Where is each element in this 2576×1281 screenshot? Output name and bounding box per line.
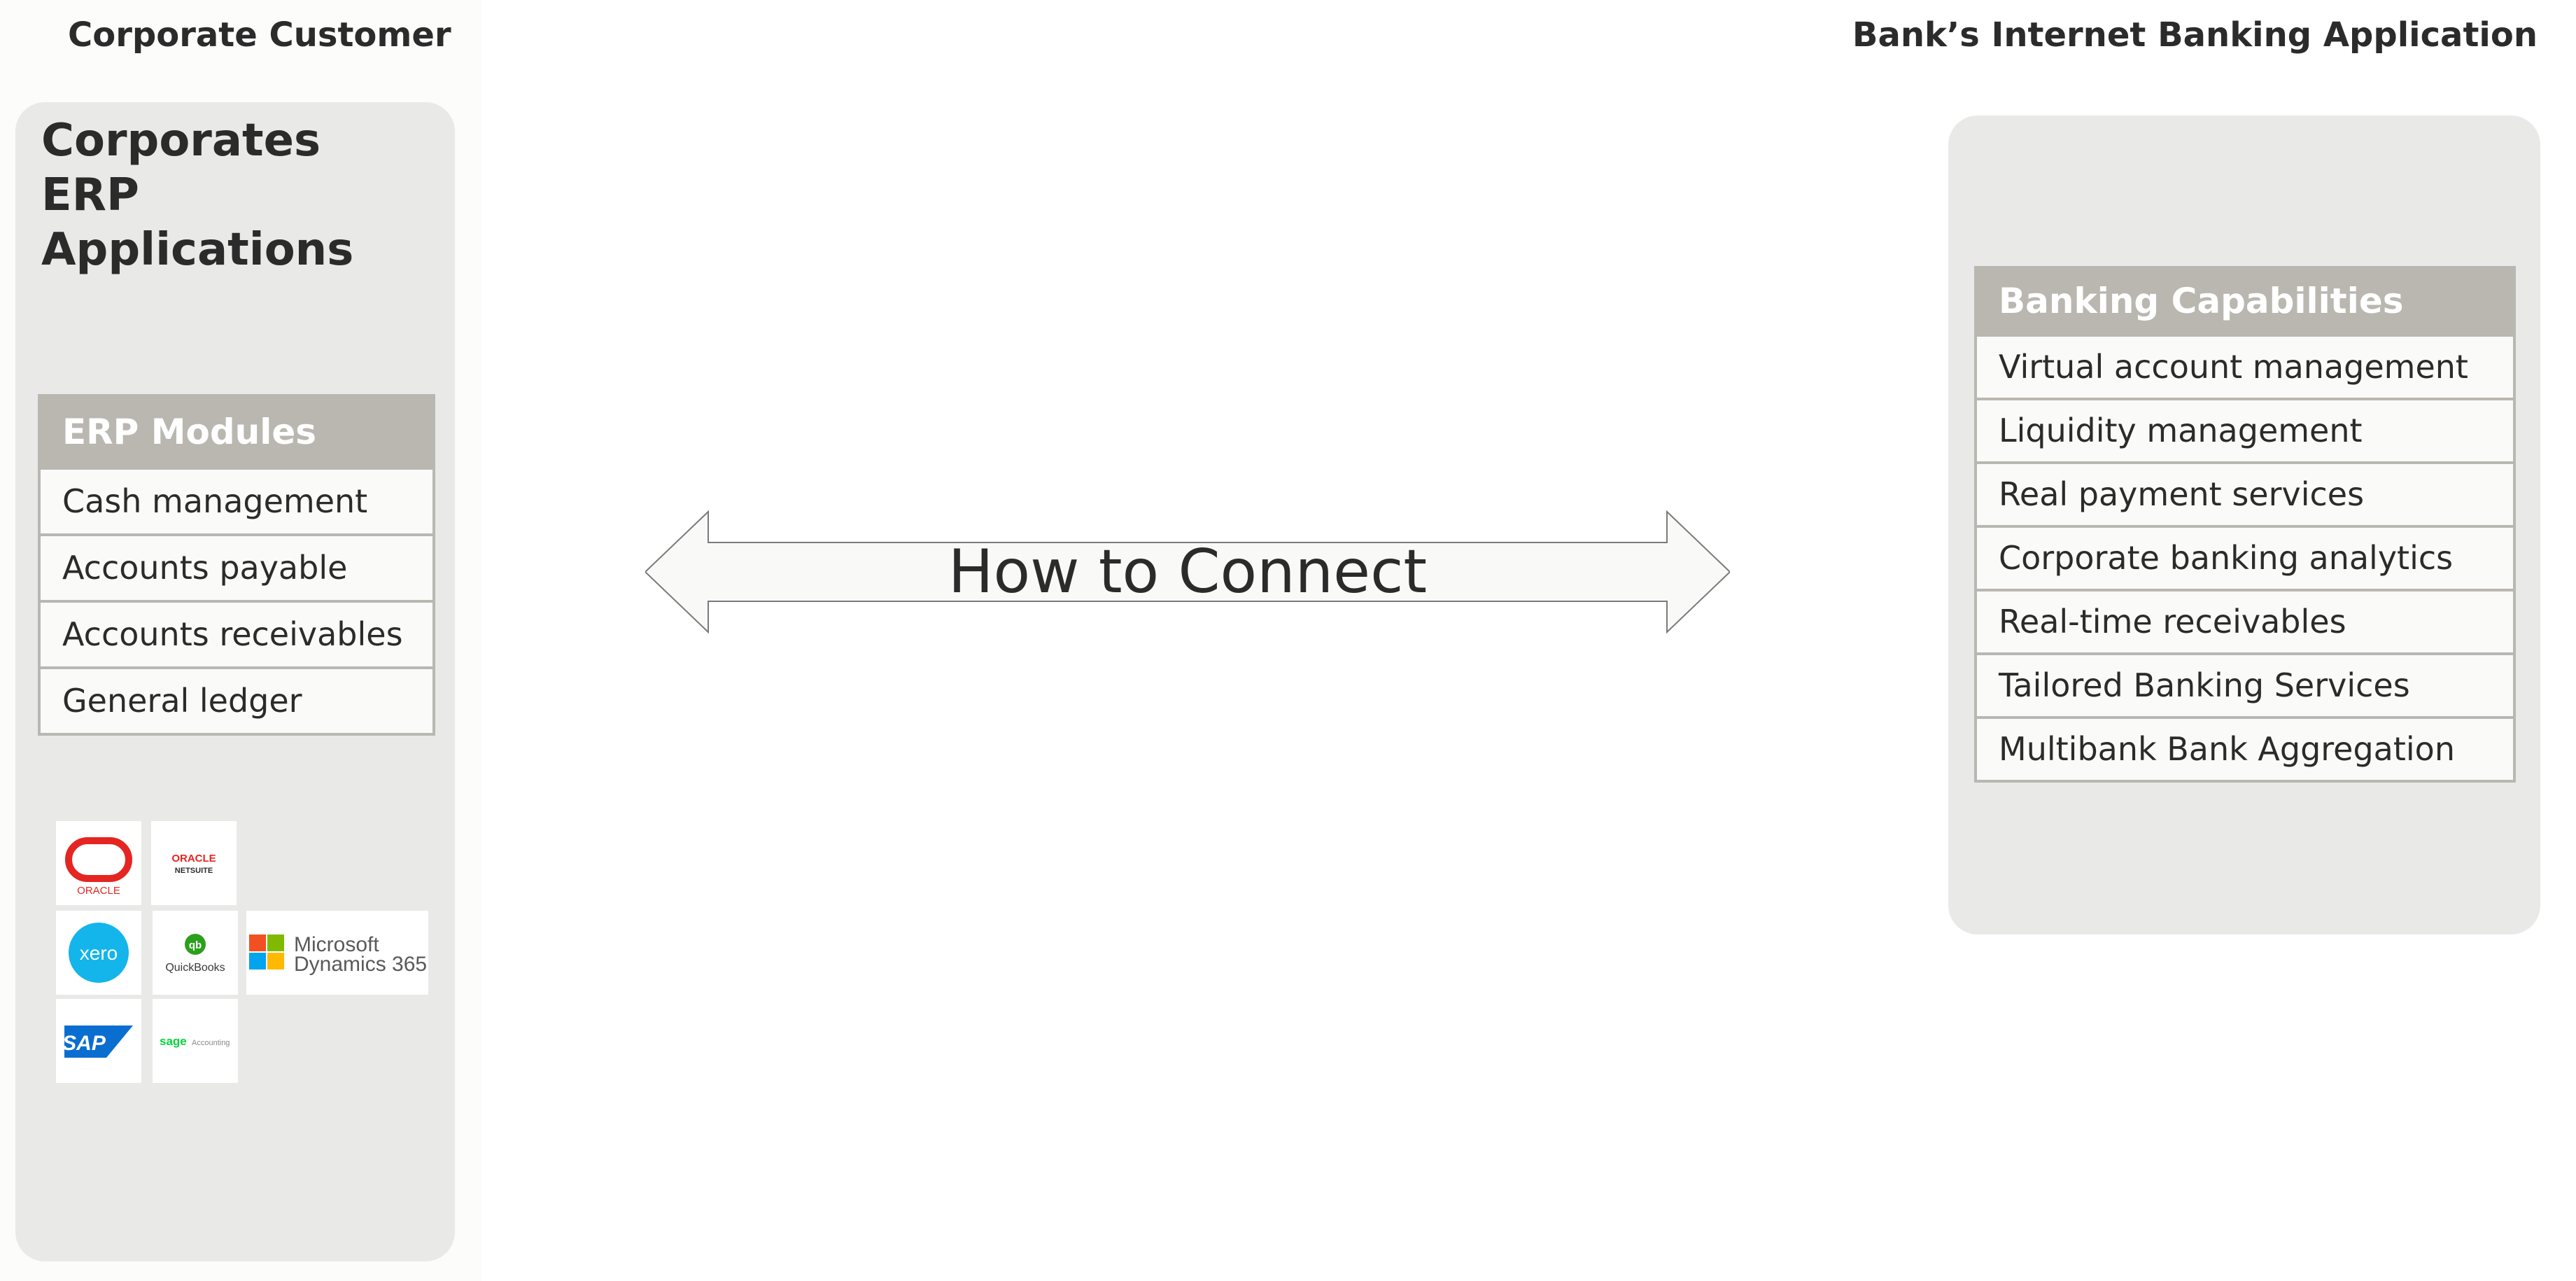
erp-modules-table: ERP Modules Cash management Accounts pay… [38,394,435,736]
table-row: Cash management [41,467,432,533]
svg-text:ORACLE: ORACLE [171,853,216,864]
table-row: Real payment services [1977,461,2513,525]
banking-capabilities-table: Banking Capabilities Virtual account man… [1974,266,2516,783]
table-row: Accounts payable [41,533,432,600]
microsoft-dynamics-365-logo: Microsoft Dynamics 365 [246,911,428,995]
table-header: Banking Capabilities [1977,269,2513,334]
sage-accounting-logo: sage Accounting [153,999,238,1083]
how-to-connect-arrow: How to Connect [645,509,1730,635]
svg-text:Dynamics 365: Dynamics 365 [294,953,427,976]
svg-text:Microsoft: Microsoft [294,933,379,956]
svg-text:SAP: SAP [62,1032,106,1055]
svg-text:Accounting: Accounting [192,1039,230,1047]
table-row: Corporate banking analytics [1977,525,2513,589]
table-row: Virtual account management [1977,334,2513,398]
erp-logo-grid: ORACLE ORACLE NETSUITE xero qb QuickBook… [56,821,434,1087]
table-row: Accounts receivables [41,600,432,666]
bank-application-heading: Bank’s Internet Banking Application [1852,15,2538,55]
table-header: ERP Modules [41,397,432,467]
table-row: General ledger [41,666,432,733]
double-headed-arrow-icon [645,510,1730,634]
quickbooks-logo: qb QuickBooks [153,911,238,995]
svg-text:NETSUITE: NETSUITE [175,867,213,875]
sap-logo: SAP [56,999,141,1083]
table-row: Real-time receivables [1977,589,2513,652]
oracle-logo: ORACLE [56,821,141,905]
xero-logo: xero [56,911,141,995]
table-row: Tailored Banking Services [1977,652,2513,716]
arrow-label: How to Connect [948,537,1428,607]
svg-text:sage: sage [160,1035,187,1048]
svg-text:qb: qb [189,939,202,951]
oracle-netsuite-logo: ORACLE NETSUITE [151,821,237,905]
table-row: Liquidity management [1977,398,2513,461]
svg-text:ORACLE: ORACLE [77,885,120,897]
bank-application-panel: Banking Capabilities Virtual account man… [1948,115,2540,934]
svg-text:QuickBooks: QuickBooks [165,962,225,974]
corporate-customer-heading: Corporate Customer [68,15,451,55]
panel-title: Corporates ERP Applications [41,115,354,276]
table-row: Multibank Bank Aggregation [1977,716,2513,780]
corporate-erp-panel: Corporates ERP Applications ERP Modules … [15,102,455,1261]
svg-text:xero: xero [80,942,118,964]
